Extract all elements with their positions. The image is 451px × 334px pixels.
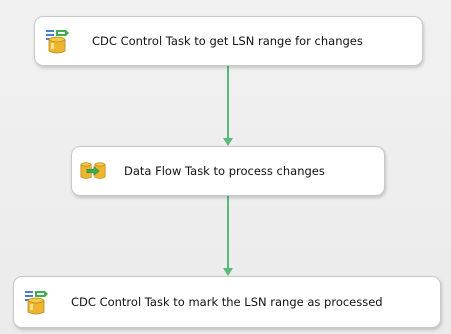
cdc-control-task-icon [44,27,70,55]
cdc-control-task-icon [23,288,49,316]
task-label: CDC Control Task to get LSN range for ch… [92,34,363,48]
task-data-flow-process-changes[interactable]: Data Flow Task to process changes [71,146,385,196]
precedence-constraint-2[interactable] [223,196,233,276]
task-label: Data Flow Task to process changes [124,164,325,178]
data-flow-task-icon [80,157,106,185]
precedence-constraint-1[interactable] [223,66,233,146]
task-cdc-mark-lsn-processed[interactable]: CDC Control Task to mark the LSN range a… [13,276,441,328]
task-cdc-get-lsn-range[interactable]: CDC Control Task to get LSN range for ch… [34,16,423,66]
task-label: CDC Control Task to mark the LSN range a… [71,295,383,309]
